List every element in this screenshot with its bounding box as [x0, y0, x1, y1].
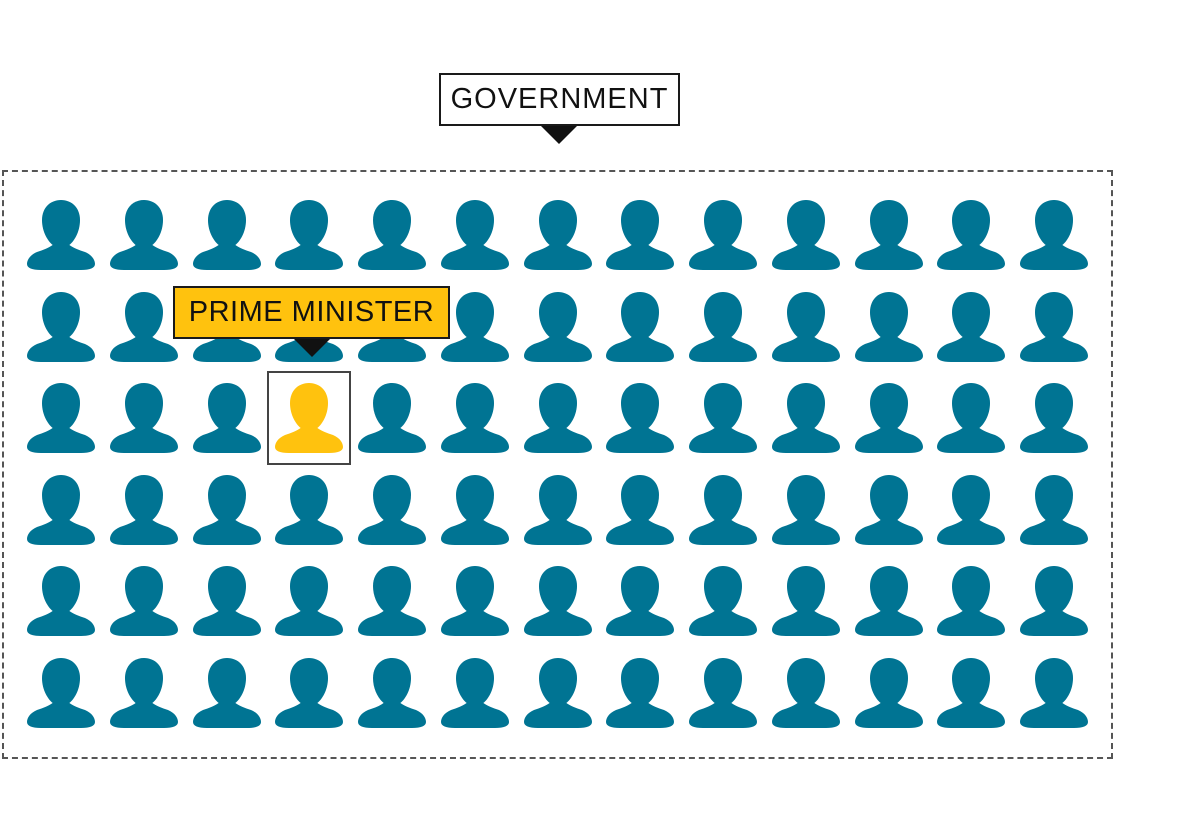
person-icon [855, 564, 923, 638]
person-icon [689, 290, 757, 364]
person-icon [110, 564, 178, 638]
person-icon [937, 473, 1005, 547]
person-icon [689, 381, 757, 455]
prime-minister-label: PRIME MINISTER [173, 286, 450, 339]
person-icon [524, 198, 592, 272]
person-icon [855, 198, 923, 272]
person-icon [27, 564, 95, 638]
person-icon [855, 290, 923, 364]
person-icon [275, 564, 343, 638]
person-icon [441, 290, 509, 364]
prime-minister-icon [275, 381, 343, 455]
prime-minister-label-pointer [294, 339, 330, 357]
person-icon [193, 564, 261, 638]
person-icon [606, 198, 674, 272]
person-icon [275, 198, 343, 272]
person-icon [606, 290, 674, 364]
person-icon [689, 198, 757, 272]
person-icon [358, 473, 426, 547]
person-icon [193, 656, 261, 730]
person-icon [441, 656, 509, 730]
person-icon [441, 473, 509, 547]
person-icon [1020, 381, 1088, 455]
person-icon [193, 198, 261, 272]
person-icon [110, 290, 178, 364]
person-icon [689, 564, 757, 638]
person-icon [689, 656, 757, 730]
person-icon [193, 473, 261, 547]
person-icon [772, 290, 840, 364]
person-icon [27, 198, 95, 272]
person-icon [358, 656, 426, 730]
person-icon [524, 473, 592, 547]
person-icon [855, 473, 923, 547]
person-icon [772, 564, 840, 638]
person-icon [1020, 473, 1088, 547]
person-icon [110, 473, 178, 547]
person-icon [524, 290, 592, 364]
person-icon [606, 381, 674, 455]
person-icon [937, 290, 1005, 364]
person-icon [772, 473, 840, 547]
person-icon [275, 473, 343, 547]
person-icon [27, 381, 95, 455]
person-icon [772, 381, 840, 455]
person-icon [855, 656, 923, 730]
person-icon [441, 564, 509, 638]
person-icon [275, 656, 343, 730]
person-icon [27, 473, 95, 547]
person-icon [1020, 198, 1088, 272]
person-icon [110, 198, 178, 272]
person-icon [689, 473, 757, 547]
person-icon [937, 564, 1005, 638]
person-icon [606, 473, 674, 547]
person-icon [772, 198, 840, 272]
person-icon [110, 656, 178, 730]
person-icon [27, 290, 95, 364]
person-icon [524, 381, 592, 455]
person-icon [1020, 564, 1088, 638]
person-icon [358, 564, 426, 638]
person-icon [606, 564, 674, 638]
person-icon [358, 198, 426, 272]
person-icon [1020, 290, 1088, 364]
person-icon [606, 656, 674, 730]
government-label: GOVERNMENT [439, 73, 680, 126]
person-icon [937, 381, 1005, 455]
person-icon [27, 656, 95, 730]
person-icon [937, 656, 1005, 730]
person-icon [110, 381, 178, 455]
person-icon [441, 381, 509, 455]
person-icon [524, 564, 592, 638]
person-icon [1020, 656, 1088, 730]
person-icon [441, 198, 509, 272]
person-icon [193, 381, 261, 455]
person-icon [855, 381, 923, 455]
government-label-pointer [541, 126, 577, 144]
person-icon [358, 381, 426, 455]
government-group-box [2, 170, 1113, 759]
person-icon [937, 198, 1005, 272]
person-icon [772, 656, 840, 730]
person-icon [524, 656, 592, 730]
